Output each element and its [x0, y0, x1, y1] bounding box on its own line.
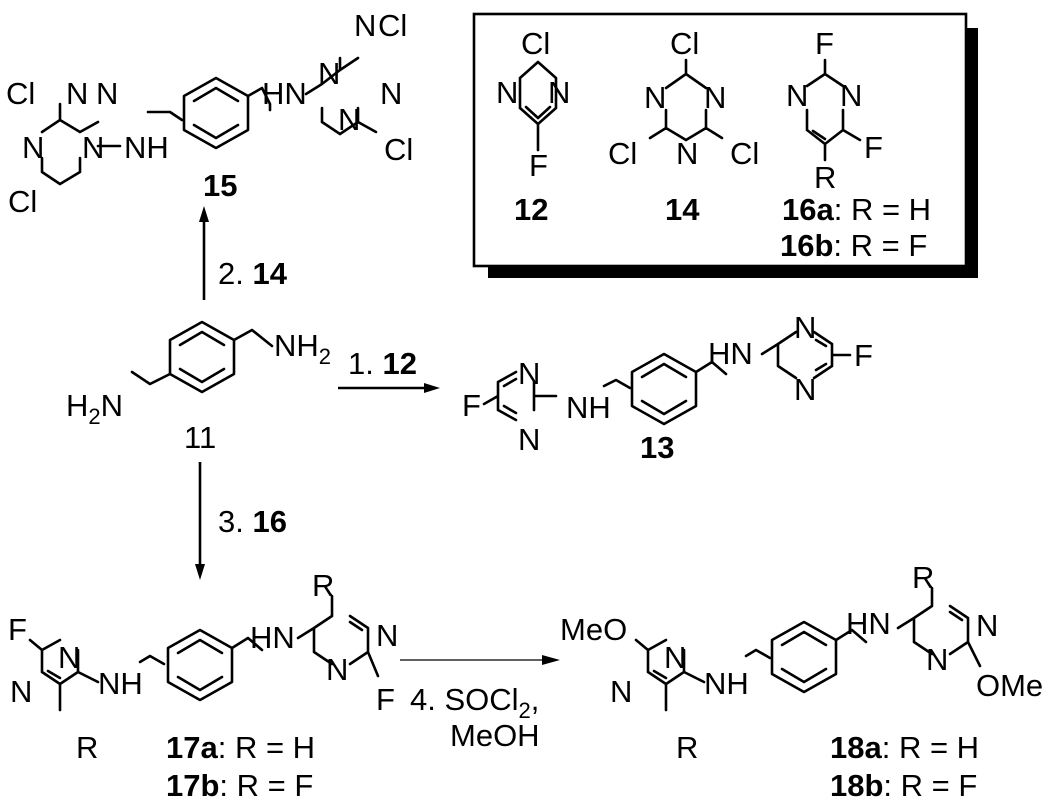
atom-f: F: [8, 612, 27, 647]
structure-18: MeO N N NH R HN R N N OMe 18a: R = H 18b…: [560, 560, 1043, 803]
atom-n: N: [96, 76, 118, 111]
atom-n: N: [10, 674, 32, 709]
atom-n: N: [66, 76, 88, 111]
atom-r: R: [676, 730, 698, 765]
atom-n: N: [840, 78, 862, 113]
atom-n: N: [376, 618, 398, 653]
compound-label-17b: 17b: R = F: [166, 768, 313, 803]
atom-cl: Cl: [608, 136, 637, 171]
atom-hn: HN: [846, 606, 891, 641]
atom-cl: Cl: [378, 8, 407, 43]
atom-n: N: [610, 674, 632, 709]
compound-label-13: 13: [640, 430, 674, 465]
compound-label-11: 11: [184, 420, 216, 455]
structure-17: F N N NH R HN R N N F 17a: R = H 17b: R …: [8, 568, 398, 803]
atom-hn: HN: [708, 336, 753, 371]
step-1-label: 1. 12: [348, 346, 417, 381]
compound-label-14: 14: [665, 192, 700, 227]
atom-r: R: [312, 568, 334, 603]
structure-12: Cl N N F 12: [496, 26, 570, 227]
structure-16: F N N F R 16a: R = H 16b: R = F: [780, 26, 931, 263]
atom-n: N: [548, 75, 570, 110]
structure-15: Cl N N N N Cl NH HN N Cl N N N Cl 15: [6, 8, 413, 219]
atom-n: N: [318, 56, 340, 91]
compound-label-16b: 16b: R = F: [780, 228, 927, 263]
atom-n: N: [354, 8, 376, 43]
compound-label-16a: 16a: R = H: [782, 192, 931, 227]
atom-n: N: [82, 130, 104, 165]
atom-n: N: [926, 642, 948, 677]
atom-n: N: [380, 76, 402, 111]
reagent-box: [472, 12, 978, 278]
step-2-label: 2. 14: [218, 256, 288, 291]
atom-n: N: [518, 422, 540, 457]
atom-nh: NH: [566, 390, 611, 425]
atom-hn: HN: [262, 76, 307, 111]
atom-n: N: [704, 80, 726, 115]
atom-n: N: [794, 310, 816, 345]
step-1-arrow: 1. 12: [338, 346, 440, 393]
atom-cl: Cl: [384, 132, 413, 167]
atom-n: N: [496, 75, 518, 110]
atom-ome: OMe: [976, 668, 1043, 703]
atom-n: N: [676, 136, 698, 171]
atom-f: F: [462, 388, 481, 423]
step-4-arrow: 4. SOCl2, MeOH: [400, 655, 560, 753]
atom-n: N: [518, 356, 540, 391]
compound-label-18b: 18b: R = F: [830, 768, 977, 803]
atom-r: R: [912, 560, 934, 595]
atom-meo: MeO: [560, 612, 627, 647]
atom-nh: NH: [124, 130, 169, 165]
atom-hn: HN: [250, 620, 295, 655]
atom-f: F: [854, 338, 873, 373]
atom-n: N: [338, 102, 360, 137]
atom-nh: NH: [98, 666, 143, 701]
atom-n: N: [644, 80, 666, 115]
atom-n: N: [794, 372, 816, 407]
step-4-label-line2: MeOH: [450, 718, 540, 753]
atom-f: F: [529, 148, 548, 183]
step-3-label: 3. 16: [218, 504, 287, 539]
amine-h2n-left: H2N: [66, 388, 123, 429]
atom-cl: Cl: [670, 26, 699, 61]
atom-nh: NH: [704, 666, 749, 701]
atom-cl: Cl: [6, 76, 35, 111]
atom-f: F: [815, 26, 834, 61]
structure-13: F N N NH HN N N F 13: [462, 310, 873, 465]
atom-r: R: [76, 730, 98, 765]
step-2-arrow: 2. 14: [199, 206, 288, 300]
compound-label-12: 12: [514, 192, 548, 227]
atom-n: N: [976, 608, 998, 643]
atom-cl: Cl: [521, 26, 550, 61]
structure-11: NH2 H2N 11: [66, 320, 331, 455]
compound-label-17a: 17a: R = H: [166, 730, 315, 765]
compound-label-18a: 18a: R = H: [830, 730, 979, 765]
step-3-arrow: 3. 16: [195, 462, 287, 580]
atom-cl: Cl: [8, 184, 37, 219]
amine-nh2-right: NH2: [274, 328, 331, 369]
atom-f: F: [864, 130, 883, 165]
compound-label-15: 15: [203, 168, 237, 203]
step-4-label-line1: 4. SOCl2,: [410, 682, 539, 723]
atom-n: N: [22, 130, 44, 165]
structure-14: Cl N N N Cl Cl 14: [608, 26, 759, 227]
atom-n: N: [58, 640, 80, 675]
atom-r: R: [814, 160, 836, 195]
atom-n: N: [664, 640, 686, 675]
atom-f: F: [376, 682, 395, 717]
atom-cl: Cl: [730, 136, 759, 171]
atom-n: N: [326, 652, 348, 687]
atom-n: N: [786, 78, 808, 113]
